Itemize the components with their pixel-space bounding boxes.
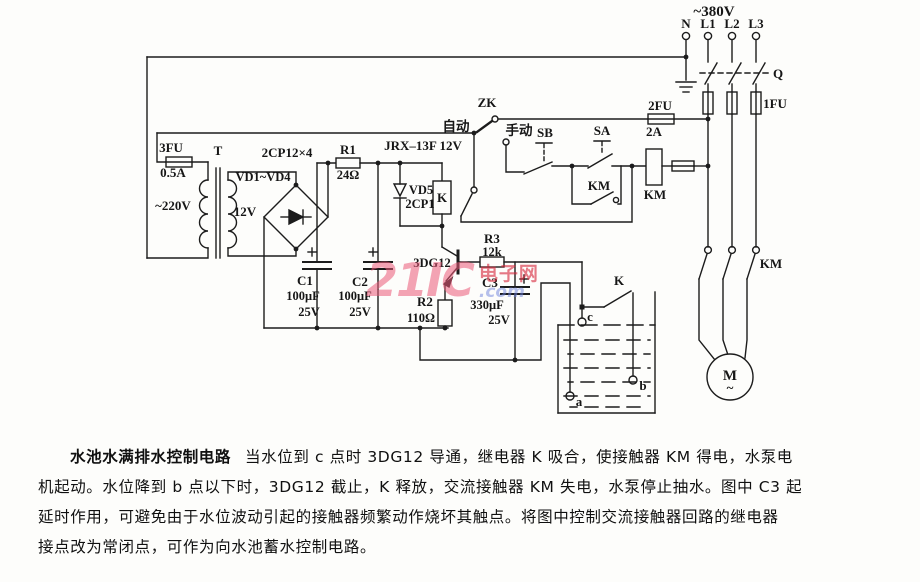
label-n: N bbox=[681, 16, 691, 31]
label-transistor: 3DG12 bbox=[413, 256, 451, 270]
capacitor-c1 bbox=[302, 162, 332, 329]
electrode-b bbox=[628, 375, 638, 385]
resistor-r2 bbox=[437, 299, 453, 329]
label-vd5: VD5 bbox=[409, 183, 433, 197]
label-r2: R2 bbox=[417, 294, 433, 309]
relay-k-coil bbox=[399, 162, 452, 227]
label-c3-value: 330μF bbox=[470, 298, 504, 312]
label-c1-voltage: 25V bbox=[298, 305, 320, 319]
label-primary-voltage: ~220V bbox=[155, 198, 191, 213]
water-tank bbox=[557, 291, 656, 414]
caption-line-3: 延时作用，可避免由于水位波动引起的接触器频繁动作烧坏其触点。将图中控制交流接触器… bbox=[38, 508, 779, 526]
label-3fu: 3FU bbox=[159, 140, 183, 155]
label-sa: SA bbox=[594, 123, 611, 138]
label-electrode-c: c bbox=[587, 309, 593, 324]
label-2fu-rating: 2A bbox=[646, 124, 663, 139]
label-relay-model: JRX–13F 12V bbox=[384, 138, 462, 153]
transformer bbox=[146, 56, 297, 259]
label-km-main: KM bbox=[760, 256, 782, 271]
junction-dots bbox=[293, 54, 711, 363]
label-r3: R3 bbox=[484, 231, 500, 246]
label-1fu: 1FU bbox=[763, 96, 787, 111]
label-r1-value: 24Ω bbox=[337, 168, 360, 182]
label-c1-value: 100μF bbox=[286, 289, 320, 303]
fuse-1fu bbox=[702, 83, 762, 115]
label-auto: 自动 bbox=[443, 118, 470, 135]
label-3fu-rating: 0.5A bbox=[160, 165, 186, 180]
sb-stop-button bbox=[505, 142, 573, 175]
caption-line-2: 机起动。水位降到 b 点以下时，3DG12 截止，K 释放，交流接触器 KM 失… bbox=[38, 478, 803, 496]
label-motor-wave: ~ bbox=[727, 380, 734, 395]
label-km-coil: KM bbox=[644, 187, 666, 202]
capacitor-c2 bbox=[363, 162, 393, 329]
label-c2: C2 bbox=[352, 274, 368, 289]
label-l1: L1 bbox=[700, 16, 715, 31]
label-zk: ZK bbox=[478, 95, 498, 110]
label-r3-value: 12k bbox=[482, 245, 502, 259]
circuit-diagram: ~380V N L1 L2 L3 Q 1FU 2FU 2A KM M ~ ZK … bbox=[146, 4, 788, 414]
q-switch bbox=[699, 62, 769, 85]
label-c2-voltage: 25V bbox=[349, 305, 371, 319]
label-q: Q bbox=[773, 66, 783, 81]
label-c3-voltage: 25V bbox=[488, 313, 510, 327]
label-r2-value: 110Ω bbox=[407, 311, 435, 325]
caption-title: 水池水满排水控制电路 bbox=[70, 448, 232, 466]
ground-symbol bbox=[675, 81, 697, 93]
label-l3: L3 bbox=[748, 16, 764, 31]
label-km-aux: KM bbox=[588, 178, 610, 193]
motor bbox=[706, 353, 754, 401]
label-motor: M bbox=[723, 368, 737, 384]
resistor-r3 bbox=[479, 256, 583, 268]
label-l2: L2 bbox=[724, 16, 739, 31]
label-bridge-type: 2CP12×4 bbox=[262, 145, 313, 160]
label-k-contact: K bbox=[614, 273, 625, 288]
zk-selector-switch bbox=[475, 115, 510, 146]
diode-vd5 bbox=[392, 162, 408, 227]
resistor-r1 bbox=[335, 157, 443, 169]
km-coil bbox=[645, 148, 709, 186]
capacitor-c3 bbox=[500, 261, 530, 361]
transistor-3dg12 bbox=[441, 225, 481, 301]
label-c3: C3 bbox=[482, 275, 498, 290]
label-r1: R1 bbox=[340, 142, 356, 157]
km-aux-contact bbox=[571, 165, 622, 205]
label-2fu: 2FU bbox=[648, 98, 672, 113]
label-secondary-voltage: 12V bbox=[234, 204, 257, 219]
fuse-3fu bbox=[156, 132, 209, 168]
electrode-a bbox=[565, 391, 575, 401]
fuse-2fu bbox=[497, 113, 709, 125]
caption-line-4: 接点改为常闭点，可作为向水池蓄水控制电路。 bbox=[38, 538, 377, 556]
caption-line-1: 水池水满排水控制电路当水位到 c 点时 3DG12 导通，继电器 K 吸合，使接… bbox=[70, 448, 793, 466]
label-c2-value: 100μF bbox=[338, 289, 372, 303]
km-main-contacts bbox=[698, 245, 761, 361]
label-manual: 手动 bbox=[506, 122, 534, 139]
label-supply-voltage: ~380V bbox=[693, 4, 734, 20]
label-bridge-diodes: VD1~VD4 bbox=[235, 170, 291, 184]
sa-start-button bbox=[571, 140, 647, 169]
k-relay-contact-control bbox=[460, 132, 633, 223]
caption: 水池水满排水控制电路当水位到 c 点时 3DG12 导通，继电器 K 吸合，使接… bbox=[38, 442, 888, 562]
label-electrode-a: a bbox=[576, 394, 583, 409]
label-c1: C1 bbox=[297, 273, 313, 288]
bridge-rectifier bbox=[263, 162, 329, 329]
label-electrode-b: b bbox=[639, 378, 646, 393]
label-transformer: T bbox=[214, 143, 223, 158]
label-vd5-model: 2CP1 bbox=[405, 197, 434, 211]
label-sb: SB bbox=[537, 125, 553, 140]
supply-terminals bbox=[681, 31, 761, 81]
label-k-coil: K bbox=[437, 190, 448, 205]
electrode-c bbox=[577, 317, 587, 327]
